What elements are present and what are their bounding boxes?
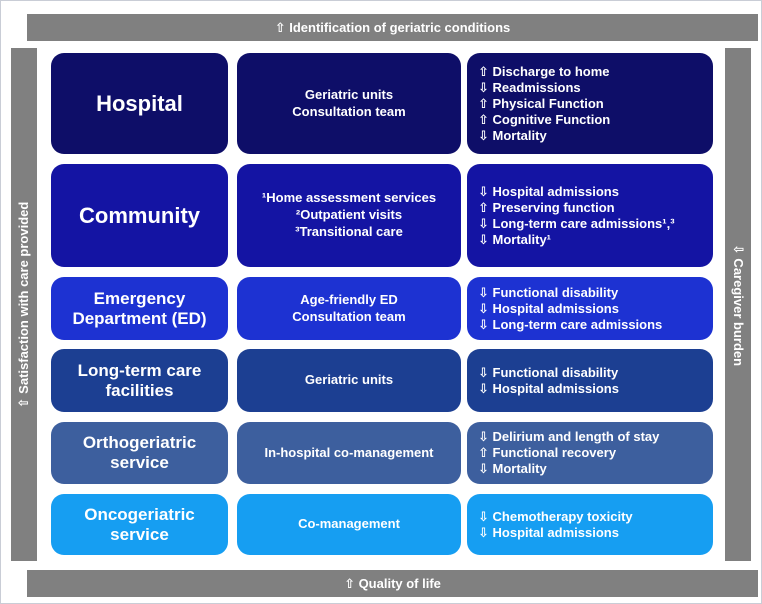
setting-box-community: Community [51, 164, 228, 267]
left-banner-label: ⇧ Satisfaction with care provided [16, 201, 31, 408]
left-banner-satisfaction: ⇧ Satisfaction with care provided [11, 48, 37, 561]
outcome-box-oncogeriatric: ⇩ Chemotherapy toxicity ⇩ Hospital admis… [467, 494, 713, 555]
right-banner-label: ⇩ Caregiver burden [731, 243, 746, 366]
outcome-box-hospital: ⇧ Discharge to home ⇩ Readmissions ⇧ Phy… [467, 53, 713, 154]
row-oncogeriatric: Oncogeriatric service Co-management ⇩ Ch… [51, 494, 713, 555]
intervention-box-long-term-care: Geriatric units [237, 349, 461, 412]
intervention-box-orthogeriatric: In-hospital co-management [237, 422, 461, 484]
row-long-term-care: Long-term care facilities Geriatric unit… [51, 349, 713, 412]
outcome-box-emergency-department: ⇩ Functional disability ⇩ Hospital admis… [467, 277, 713, 340]
setting-box-orthogeriatric: Orthogeriatric service [51, 422, 228, 484]
row-community: Community ¹Home assessment services ²Out… [51, 164, 713, 267]
setting-box-hospital: Hospital [51, 53, 228, 154]
setting-box-long-term-care: Long-term care facilities [51, 349, 228, 412]
top-banner-identification: ⇧ Identification of geriatric conditions [27, 14, 758, 41]
setting-box-emergency-department: Emergency Department (ED) [51, 277, 228, 340]
intervention-box-emergency-department: Age-friendly ED Consultation team [237, 277, 461, 340]
intervention-box-hospital: Geriatric units Consultation team [237, 53, 461, 154]
intervention-box-oncogeriatric: Co-management [237, 494, 461, 555]
row-hospital: Hospital Geriatric units Consultation te… [51, 53, 713, 154]
outcome-box-long-term-care: ⇩ Functional disability ⇩ Hospital admis… [467, 349, 713, 412]
bottom-banner-quality-of-life: ⇧ Quality of life [27, 570, 758, 597]
outcome-box-community: ⇩ Hospital admissions ⇧ Preserving funct… [467, 164, 713, 267]
row-orthogeriatric: Orthogeriatric service In-hospital co-ma… [51, 422, 713, 484]
right-banner-caregiver-burden: ⇩ Caregiver burden [725, 48, 751, 561]
row-emergency-department: Emergency Department (ED) Age-friendly E… [51, 277, 713, 340]
diagram-grid: Hospital Geriatric units Consultation te… [51, 53, 713, 555]
outcome-box-orthogeriatric: ⇩ Delirium and length of stay ⇧ Function… [467, 422, 713, 484]
setting-box-oncogeriatric: Oncogeriatric service [51, 494, 228, 555]
intervention-box-community: ¹Home assessment services ²Outpatient vi… [237, 164, 461, 267]
